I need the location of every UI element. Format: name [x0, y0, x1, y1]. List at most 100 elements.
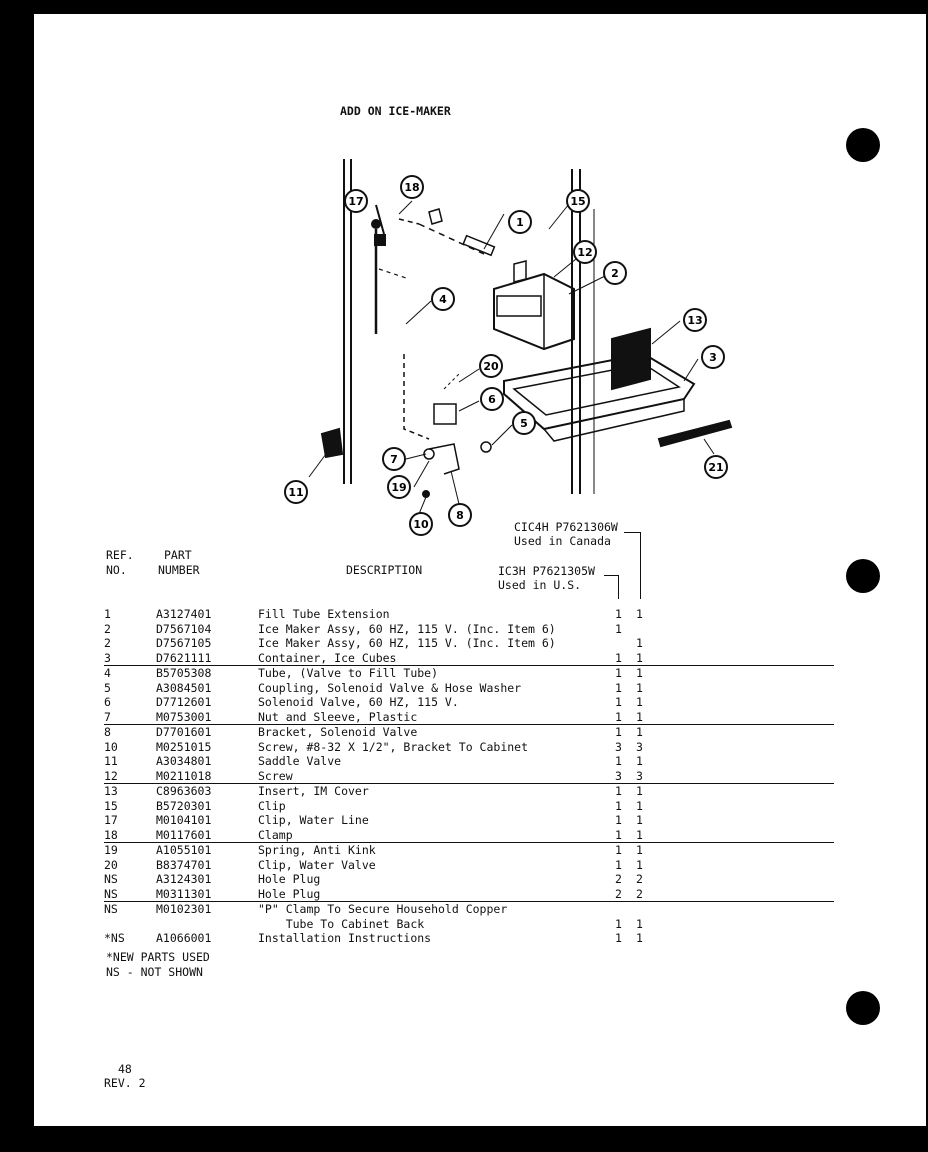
binder-hole [846, 128, 880, 162]
part-number-cell: M0753001 [156, 709, 212, 724]
qty-us-cell: 1 [636, 607, 643, 621]
callout-circle [573, 240, 597, 264]
callout-circle [704, 455, 728, 479]
parts-list-page: ADD ON ICE-MAKER [34, 14, 926, 1126]
ref-cell: *NS [104, 931, 125, 945]
col-ref-header: REF. [106, 548, 134, 562]
qty-us-cell: 1 [636, 725, 643, 739]
qty-us-cell: 1 [636, 827, 643, 842]
callout-label: 20 [483, 360, 499, 373]
part-number-cell: D7567105 [156, 636, 212, 650]
part-number-cell: B5720301 [156, 798, 212, 813]
callout-circle [603, 261, 627, 285]
description-cell: Solenoid Valve, 60 HZ, 115 V. [258, 695, 459, 709]
callout-circle [387, 475, 411, 499]
description-cell: Nut and Sleeve, Plastic [258, 709, 418, 724]
part-number-cell: M0117601 [156, 827, 212, 842]
qty-canada-cell: 1 [615, 916, 622, 931]
description-cell: Ice Maker Assy, 60 HZ, 115 V. (Inc. Item… [258, 636, 556, 650]
qty-canada-cell: 3 [615, 768, 622, 783]
qty-canada-cell: 1 [615, 621, 622, 636]
callout-circle [382, 447, 406, 471]
part-number-cell: C8963603 [156, 784, 212, 798]
qty-canada-cell: 1 [615, 784, 622, 798]
callout-circle [683, 308, 707, 332]
description-cell: Installation Instructions [258, 931, 432, 945]
qty-canada-cell: 1 [615, 607, 622, 621]
part-number-cell: M0311301 [156, 886, 212, 901]
model-canada-bracket [624, 532, 641, 599]
callout-label: 2 [611, 267, 619, 280]
part-number-cell: M0102301 [156, 902, 212, 916]
part-number-cell: B8374701 [156, 857, 212, 872]
qty-us-cell: 1 [636, 709, 643, 724]
part-number-cell: D7712601 [156, 695, 212, 709]
ref-cell: 8 [104, 725, 111, 739]
part-number-cell: M0104101 [156, 813, 212, 827]
qty-canada-cell: 1 [615, 843, 622, 857]
qty-us-cell: 1 [636, 843, 643, 857]
model-us-line1: IC3H P7621305W [498, 564, 595, 578]
callout-label: 4 [439, 293, 447, 306]
callout-label: 19 [391, 481, 406, 494]
qty-us-cell: 1 [636, 916, 643, 931]
callout-circle [448, 503, 472, 527]
callout-label: 7 [390, 453, 398, 466]
description-cell: Insert, IM Cover [258, 784, 369, 798]
qty-canada-cell: 1 [615, 650, 622, 665]
model-us-line2: Used in U.S. [498, 578, 582, 592]
page-number: 48 [118, 1062, 132, 1076]
binder-hole [846, 991, 880, 1025]
description-cell: Clip, Water Valve [258, 857, 376, 872]
callout-label: 18 [404, 181, 419, 194]
ref-cell: 7 [104, 709, 111, 724]
callout-circle [431, 287, 455, 311]
note-new-parts: *NEW PARTS USED [106, 950, 210, 964]
description-cell: Clamp [258, 827, 293, 842]
qty-us-cell: 2 [636, 872, 643, 886]
qty-us-cell: 1 [636, 798, 643, 813]
ref-cell: 17 [104, 813, 118, 827]
qty-canada-cell: 1 [615, 666, 622, 680]
qty-us-cell: 1 [636, 680, 643, 695]
part-number-cell: D7621111 [156, 650, 212, 665]
qty-canada-cell: 1 [615, 813, 622, 827]
callout-label: 21 [708, 461, 723, 474]
ref-cell: NS [104, 886, 118, 901]
note-not-shown: NS - NOT SHOWN [106, 965, 203, 979]
qty-canada-cell: 1 [615, 827, 622, 842]
part-number-cell: A1055101 [156, 843, 212, 857]
qty-us-cell: 2 [636, 886, 643, 901]
part-number-cell: A3084501 [156, 680, 212, 695]
qty-us-cell: 3 [636, 768, 643, 783]
qty-us-cell: 1 [636, 650, 643, 665]
ref-cell: 11 [104, 754, 118, 768]
description-cell: Hole Plug [258, 872, 321, 886]
col-ref-header-2: NO. [106, 563, 127, 577]
model-canada-line2: Used in Canada [514, 534, 611, 548]
part-number-cell: A3124301 [156, 872, 212, 886]
callout-circle [508, 210, 532, 234]
description-cell: Clip, Water Line [258, 813, 369, 827]
description-cell: Screw, #8-32 X 1/2", Bracket To Cabinet [258, 739, 529, 754]
qty-us-cell: 1 [636, 695, 643, 709]
qty-canada-cell: 1 [615, 857, 622, 872]
part-number-cell: M0251015 [156, 739, 212, 754]
part-number-cell: D7701601 [156, 725, 212, 739]
qty-canada-cell: 1 [615, 931, 622, 945]
page-title: ADD ON ICE-MAKER [340, 104, 451, 118]
ref-cell: 4 [104, 666, 111, 680]
ref-cell: 19 [104, 843, 118, 857]
part-number-cell: A1066001 [156, 931, 212, 945]
callout-label: 10 [413, 518, 429, 531]
qty-canada-cell: 1 [615, 725, 622, 739]
